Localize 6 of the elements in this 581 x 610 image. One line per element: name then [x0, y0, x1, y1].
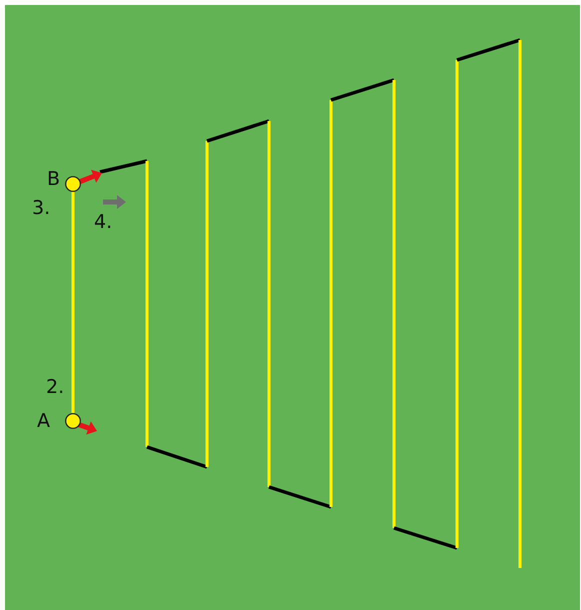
point-label: B [47, 170, 60, 189]
step-number: 3. [32, 199, 50, 218]
path-line [72, 192, 74, 413]
point-label: A [37, 412, 50, 431]
step-number: 4. [94, 213, 112, 232]
step-number: 2. [46, 378, 64, 397]
